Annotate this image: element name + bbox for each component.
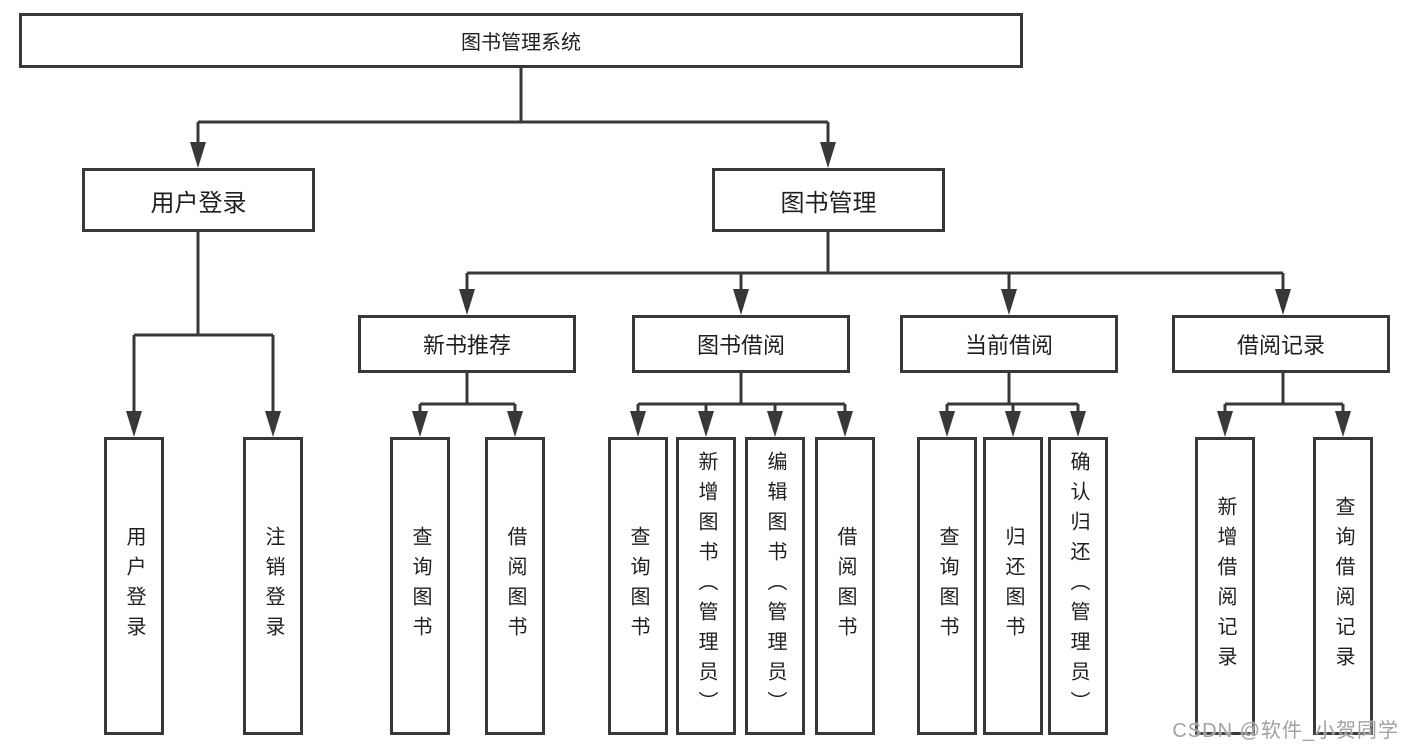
node-current-borrow-label: 当前借阅	[964, 333, 1053, 358]
node-borrow-records: 借阅记录	[1172, 315, 1390, 373]
node-user-login: 用户登录	[82, 168, 315, 232]
connector-user-login	[132, 232, 275, 413]
leaf-logout: 注销登录	[243, 437, 303, 735]
leaf-bb-edit-books-admin-label: 编辑图书（管理员）	[764, 451, 786, 721]
connector-current-borrow	[945, 373, 1080, 413]
leaf-nbr-query-books: 查询图书	[390, 437, 450, 735]
leaf-cb-query-books: 查询图书	[917, 437, 977, 735]
leaf-user-login-label: 用户登录	[123, 526, 145, 646]
leaf-bb-add-books-admin-label: 新增图书（管理员）	[695, 451, 717, 721]
node-new-book-recommend: 新书推荐	[358, 315, 576, 373]
leaf-bb-query-books: 查询图书	[608, 437, 668, 735]
leaf-br-add-record-label: 新增借阅记录	[1214, 496, 1236, 676]
leaf-br-query-record-label: 查询借阅记录	[1332, 496, 1354, 676]
node-library-system-label: 图书管理系统	[461, 32, 581, 54]
leaf-cb-return-books: 归还图书	[983, 437, 1043, 735]
leaf-cb-return-books-label: 归还图书	[1002, 526, 1024, 646]
connector-new-book-recommend	[418, 373, 517, 413]
connector-root	[196, 68, 830, 144]
connector-book-borrow	[636, 373, 847, 413]
leaf-br-add-record: 新增借阅记录	[1195, 437, 1255, 735]
connector-book-mgmt	[465, 232, 1285, 291]
node-book-management: 图书管理	[712, 168, 945, 232]
leaf-bb-edit-books-admin: 编辑图书（管理员）	[745, 437, 805, 735]
leaf-user-login: 用户登录	[104, 437, 164, 735]
node-new-book-recommend-label: 新书推荐	[422, 333, 511, 358]
csdn-watermark: CSDN @软件_小贺同学	[1172, 720, 1399, 742]
leaf-nbr-borrow-books: 借阅图书	[485, 437, 545, 735]
leaf-bb-borrow-books: 借阅图书	[815, 437, 875, 735]
node-book-borrow: 图书借阅	[632, 315, 850, 373]
node-library-system: 图书管理系统	[19, 13, 1023, 68]
leaf-br-query-record: 查询借阅记录	[1313, 437, 1373, 735]
leaf-nbr-borrow-books-label: 借阅图书	[504, 526, 526, 646]
node-book-management-label: 图书管理	[780, 189, 877, 217]
connector-borrow-records	[1223, 373, 1345, 413]
node-user-login-label: 用户登录	[150, 189, 247, 217]
leaf-bb-query-books-label: 查询图书	[627, 526, 649, 646]
leaf-cb-query-books-label: 查询图书	[936, 526, 958, 646]
leaf-bb-add-books-admin: 新增图书（管理员）	[676, 437, 736, 735]
node-borrow-records-label: 借阅记录	[1236, 333, 1325, 358]
node-book-borrow-label: 图书借阅	[696, 333, 785, 358]
leaf-cb-confirm-return-admin: 确认归还（管理员）	[1048, 437, 1108, 735]
leaf-logout-label: 注销登录	[262, 526, 284, 646]
leaf-nbr-query-books-label: 查询图书	[409, 526, 431, 646]
leaf-bb-borrow-books-label: 借阅图书	[834, 526, 856, 646]
node-current-borrow: 当前借阅	[900, 315, 1118, 373]
leaf-cb-confirm-return-admin-label: 确认归还（管理员）	[1067, 451, 1089, 721]
